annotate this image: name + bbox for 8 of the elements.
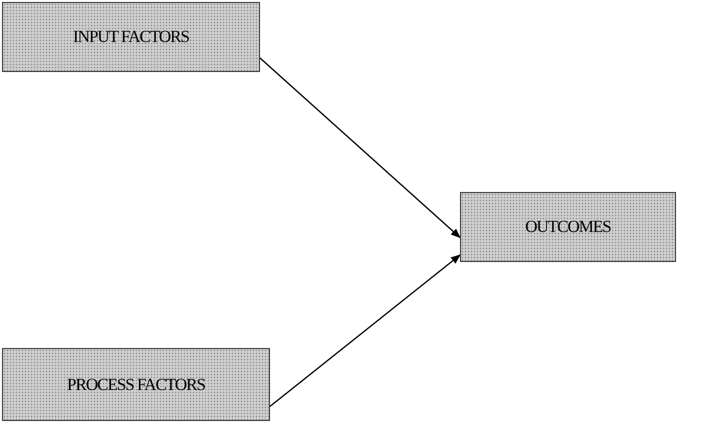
arrow — [270, 254, 461, 407]
arrow — [260, 58, 461, 238]
box-label: INPUT FACTORS — [73, 27, 189, 47]
process-box — [460, 192, 676, 262]
box-label: PROCESS FACTORS — [67, 374, 205, 394]
box-label: OUTCOMES — [525, 217, 611, 237]
process-box — [2, 2, 260, 72]
process-box — [2, 348, 270, 421]
